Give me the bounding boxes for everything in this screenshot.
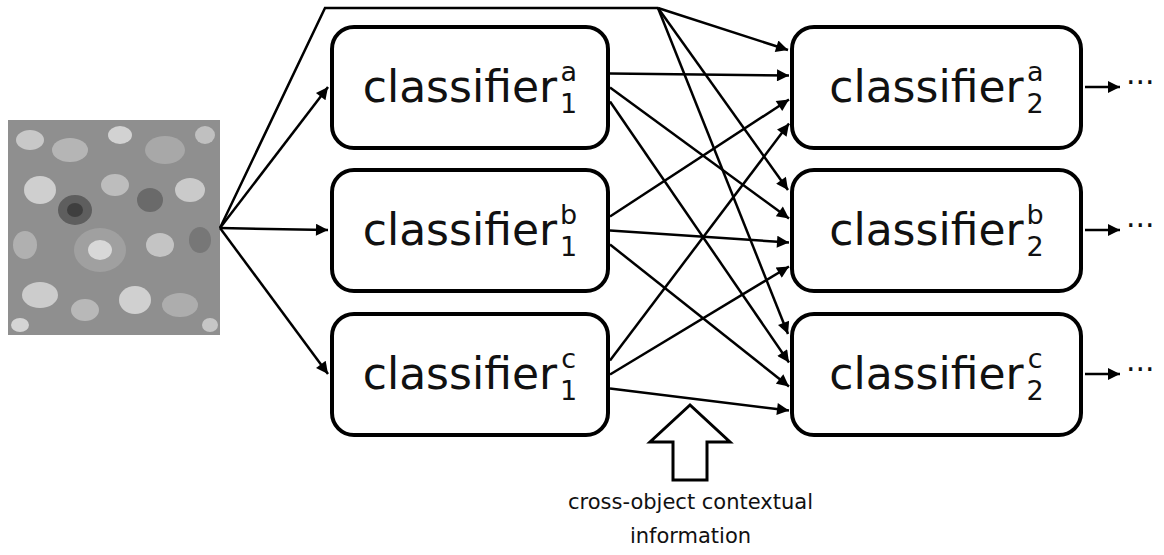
superscript: c bbox=[561, 343, 576, 374]
connector-arrow bbox=[610, 124, 789, 361]
connector-arrow bbox=[610, 267, 789, 375]
connector-arrow bbox=[610, 389, 789, 411]
superscript: a bbox=[560, 56, 577, 87]
index-stack: b2 bbox=[1027, 199, 1044, 261]
subscript: 2 bbox=[1027, 375, 1044, 406]
classifier-box: classifierc1 bbox=[330, 312, 610, 437]
index-stack: a1 bbox=[560, 56, 577, 118]
classifier-name: classifier bbox=[829, 206, 1023, 254]
classifier-box: classifierb2 bbox=[790, 168, 1083, 293]
classifier-box: classifiera2 bbox=[790, 25, 1083, 150]
subscript: 2 bbox=[1027, 88, 1044, 119]
classifier-box: classifierb1 bbox=[330, 168, 610, 293]
index-stack: b1 bbox=[560, 199, 577, 261]
classifier-name: classifier bbox=[363, 63, 557, 111]
connector-arrow bbox=[610, 74, 789, 76]
subscript: 2 bbox=[1027, 231, 1044, 262]
label-group: classifierc2 bbox=[829, 343, 1044, 405]
label-group: classifiera1 bbox=[363, 56, 578, 118]
superscript: c bbox=[1028, 343, 1043, 374]
superscript: b bbox=[1027, 199, 1044, 230]
classifier-name: classifier bbox=[829, 63, 1023, 111]
connector-arrow bbox=[610, 245, 789, 387]
index-stack: c2 bbox=[1027, 343, 1044, 405]
classifier-name: classifier bbox=[829, 350, 1023, 398]
output-arrows bbox=[1085, 87, 1120, 374]
em-image bbox=[8, 120, 220, 335]
index-stack: c1 bbox=[560, 343, 577, 405]
classifier-box: classifierc2 bbox=[790, 312, 1083, 437]
continuation-dots: ··· bbox=[1126, 211, 1155, 241]
superscript: a bbox=[1027, 56, 1044, 87]
continuation-dots: ··· bbox=[1126, 68, 1155, 98]
superscript: b bbox=[560, 199, 577, 230]
classifier-box: classifiera1 bbox=[330, 25, 610, 150]
label-group: classifierb1 bbox=[363, 199, 578, 261]
continuation-dots: ··· bbox=[1126, 355, 1155, 385]
label-group: classifierc1 bbox=[363, 343, 578, 405]
hollow-arrow bbox=[650, 405, 730, 480]
subscript: 1 bbox=[560, 375, 577, 406]
connector-arrow bbox=[610, 88, 789, 219]
label-group: classifiera2 bbox=[829, 56, 1044, 118]
connector-arrow bbox=[610, 102, 789, 363]
index-stack: a2 bbox=[1027, 56, 1044, 118]
classifier-name: classifier bbox=[363, 350, 557, 398]
classifier-name: classifier bbox=[363, 206, 557, 254]
subscript: 1 bbox=[560, 88, 577, 119]
annotation-text: cross-object contextual information bbox=[556, 486, 825, 553]
subscript: 1 bbox=[560, 231, 577, 262]
label-group: classifierb2 bbox=[829, 199, 1044, 261]
